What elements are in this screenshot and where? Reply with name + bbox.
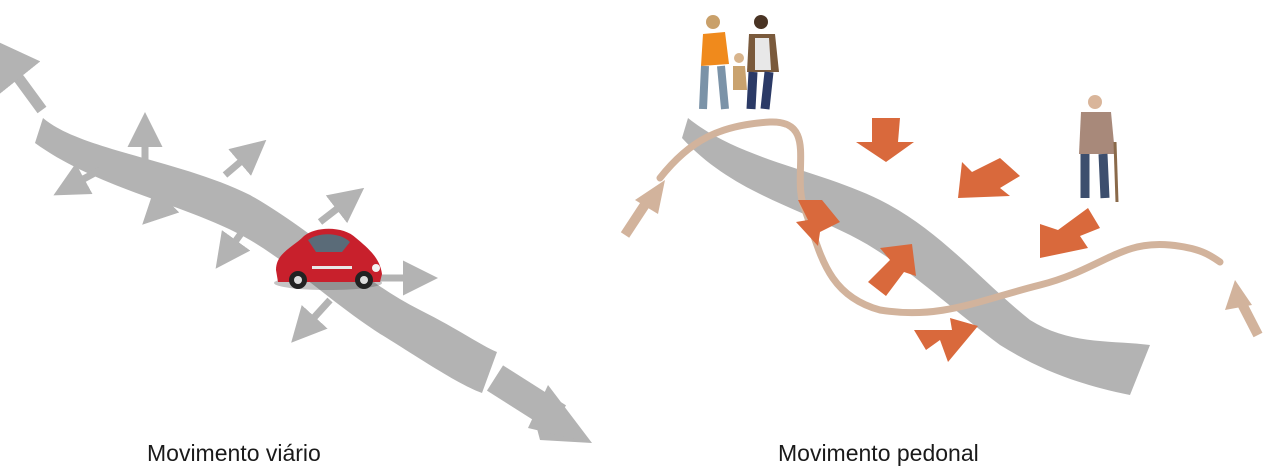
attraction-arrow-5: [868, 244, 916, 296]
attraction-arrow-2: [958, 158, 1020, 198]
side-arrow-6: [320, 205, 342, 222]
walking-family-icon: [701, 15, 779, 109]
pedestrian-movement-diagram: [625, 15, 1258, 395]
caption-vehicular-movement: Movimento viário: [147, 440, 321, 467]
attraction-arrow-1: [856, 118, 914, 162]
road-arrow-northwest: [12, 70, 42, 110]
path-arrowhead-exit: [1225, 280, 1252, 310]
attraction-arrow-6: [914, 318, 978, 362]
road-band-right: [682, 118, 1150, 395]
side-arrow-4: [225, 158, 245, 175]
elderly-man-icon: [1079, 95, 1117, 202]
road-band-left: [35, 118, 497, 393]
attraction-arrow-3: [1040, 208, 1100, 258]
caption-pedestrian-movement: Movimento pedonal: [778, 440, 979, 467]
side-arrow-8: [310, 300, 330, 322]
vehicular-movement-diagram: [12, 70, 592, 443]
